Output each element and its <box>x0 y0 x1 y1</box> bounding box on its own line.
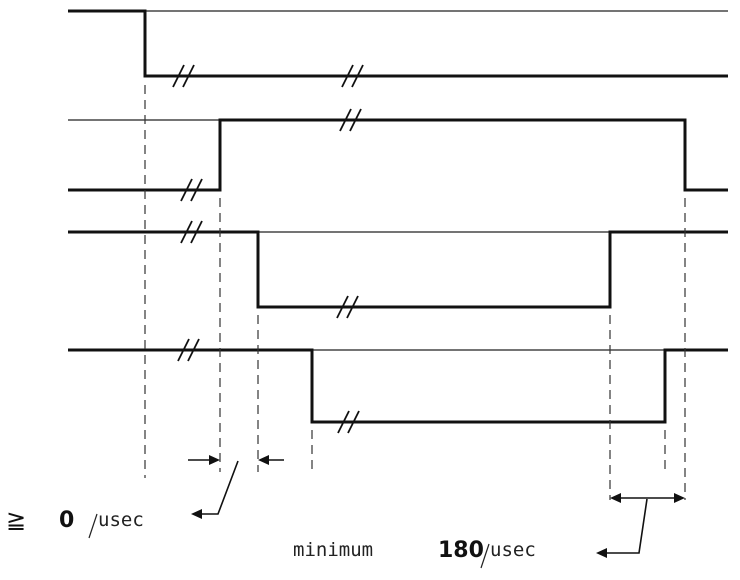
waveform-3-break-marks <box>180 220 359 319</box>
waveform-1-trace <box>68 9 728 78</box>
waveform-2-break-marks <box>180 108 362 202</box>
min-width-leader-arrow-head <box>596 548 607 558</box>
min-width-prefix: minimum <box>293 539 373 561</box>
waveform-3 <box>68 220 728 319</box>
min-width-marker <box>596 493 685 558</box>
min-delay-value: 0 <box>59 508 74 533</box>
min-width-left-arrow-head <box>610 493 621 503</box>
min-delay-symbol: ≧ <box>6 506 26 534</box>
micro-prefix-tick-2 <box>480 543 490 569</box>
waveform-4-trace <box>68 348 728 424</box>
waveform-2 <box>68 108 728 202</box>
min-delay-unit: usec <box>98 509 144 531</box>
min-delay-label: ≧ 0 usec <box>6 506 144 539</box>
waveform-2-trace <box>68 118 728 192</box>
micro-prefix-tick <box>88 513 98 539</box>
min-delay-leader-arrow-head <box>191 509 202 519</box>
waveform-4-break-marks <box>177 338 360 434</box>
min-width-value: 180 <box>438 538 484 563</box>
waveform-3-trace <box>68 230 728 309</box>
timing-reference-lines <box>144 85 686 500</box>
waveform-1-break-marks <box>172 64 364 88</box>
waveform-1 <box>68 9 728 88</box>
min-width-right-arrow-head <box>674 493 685 503</box>
min-width-leader-line <box>603 498 648 554</box>
min-delay-leader-line <box>198 460 239 515</box>
min-delay-left-arrow-head <box>209 455 220 465</box>
min-width-label: minimum 180 usec <box>293 538 536 569</box>
min-width-unit: usec <box>490 539 536 561</box>
waveform-4 <box>68 338 728 434</box>
min-delay-right-arrow-head <box>258 455 269 465</box>
min-delay-marker <box>188 455 284 519</box>
